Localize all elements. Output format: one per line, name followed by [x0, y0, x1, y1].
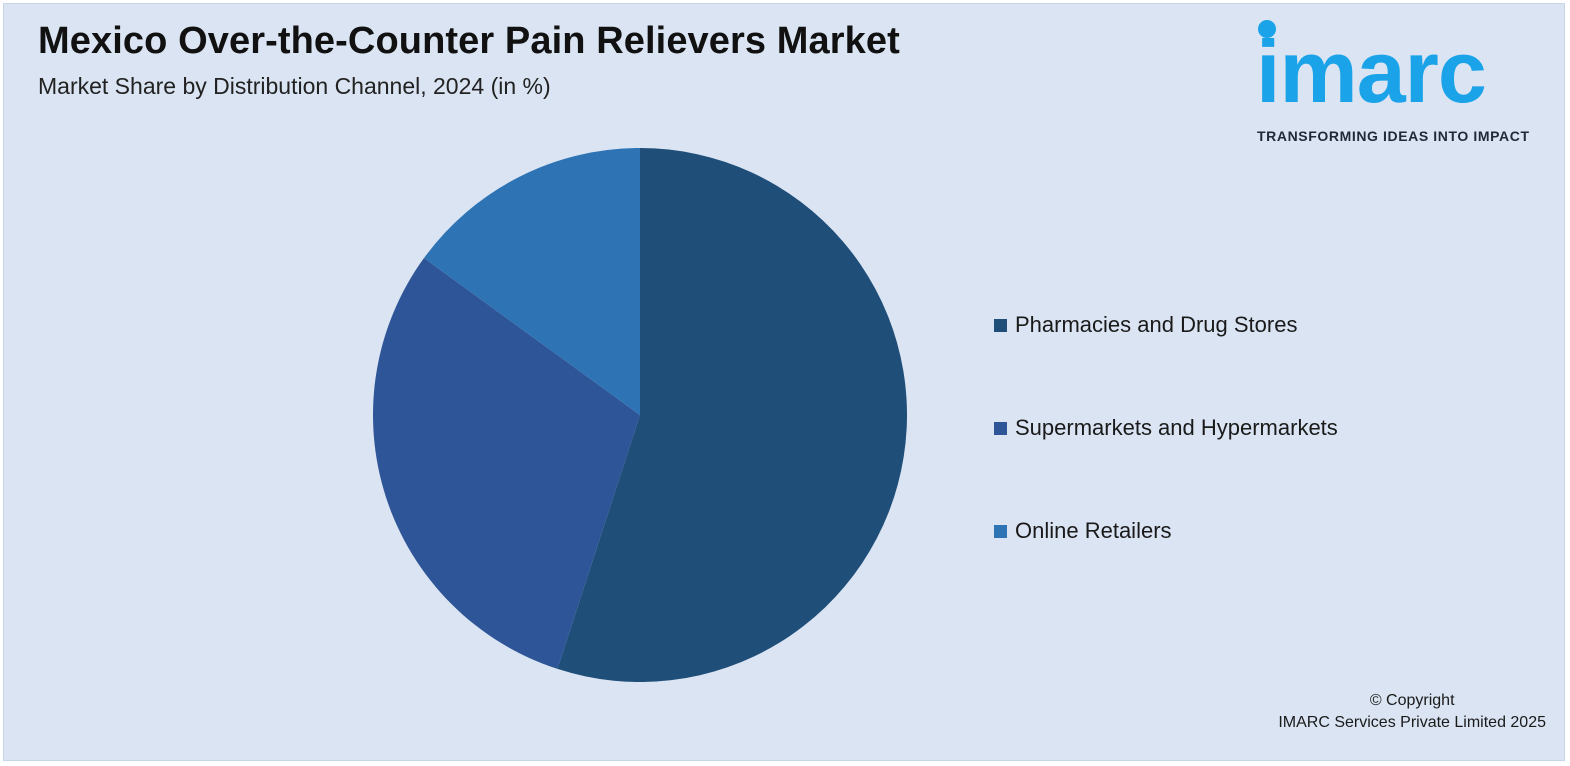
chart-title: Mexico Over-the-Counter Pain Relievers M…: [38, 20, 900, 62]
legend-swatch: [994, 421, 1007, 435]
legend-label: Pharmacies and Drug Stores: [1015, 312, 1298, 337]
pie-slice-pharmacies-and-drug-stores: [557, 147, 908, 682]
legend-item: Pharmacies and Drug Stores: [994, 312, 1338, 338]
legend-item: Online Retailers: [994, 518, 1338, 544]
chart-subtitle: Market Share by Distribution Channel, 20…: [38, 73, 551, 99]
logo-tagline: TRANSFORMING IDEAS INTO IMPACT: [1257, 128, 1530, 144]
copyright-line-1: © Copyright: [1369, 692, 1455, 709]
copyright-line-2: IMARC Services Private Limited 2025: [1278, 714, 1546, 731]
imarc-logo: imarc TRANSFORMING IDEAS INTO IMPACT: [1250, 16, 1550, 148]
legend-item: Supermarkets and Hypermarkets: [994, 415, 1338, 441]
copyright-notice: © Copyright IMARC Services Private Limit…: [1278, 690, 1546, 734]
legend-label: Online Retailers: [1015, 518, 1172, 543]
legend-swatch: [994, 524, 1007, 538]
pie-slice-online-retailers: [423, 148, 640, 415]
pie-slice-supermarkets-and-hypermarkets: [373, 258, 640, 669]
legend-swatch: [994, 318, 1007, 332]
legend-label: Supermarkets and Hypermarkets: [1015, 415, 1338, 440]
logo-dot-icon: [1258, 20, 1276, 38]
logo-wordmark: imarc: [1256, 22, 1487, 121]
